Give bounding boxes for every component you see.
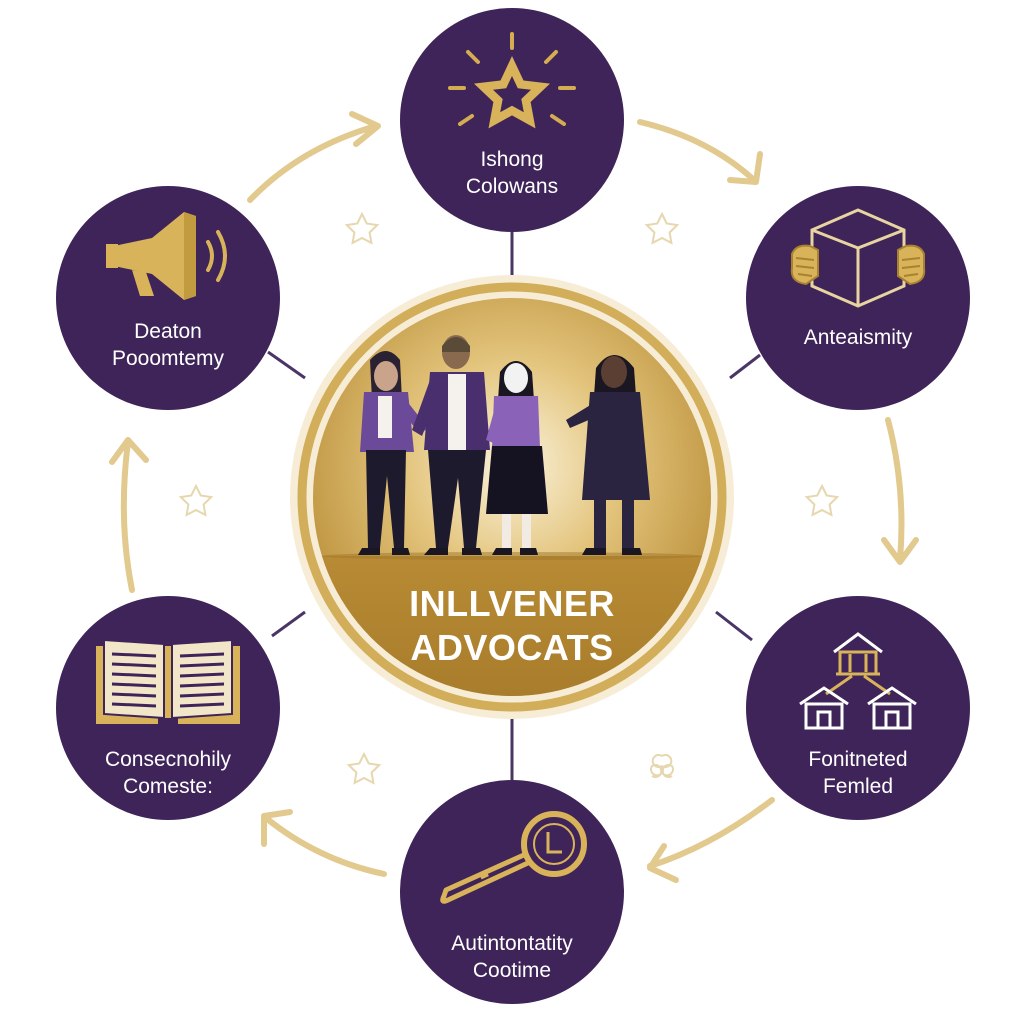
- arrow-head-5: [261, 809, 293, 847]
- arrow-lower-left-to-upper-left: [120, 439, 135, 593]
- node-label-line: Pooomtemy: [111, 347, 225, 370]
- node-circle-upper-left: [56, 186, 280, 410]
- arrow-head-3: [881, 537, 919, 565]
- node-circle-top: [400, 8, 624, 232]
- node-label-line: Anteaismity: [803, 326, 913, 349]
- node-label-lower-left: Consecnohily Comeste:: [68, 746, 268, 800]
- node-label-line: Cootime: [472, 959, 552, 982]
- node-label-upper-left: Deaton Pooomtemy: [68, 318, 268, 372]
- arrow-head-1: [349, 111, 381, 147]
- node-label-line: Deaton: [134, 320, 202, 343]
- sparkle-star-icon: [344, 211, 380, 245]
- connector-lines: [267, 232, 761, 780]
- hub-gold-ring: [297, 282, 727, 712]
- arrow-upper-right-to-lower-right: [885, 417, 905, 563]
- node-label-line: Fonitneted: [808, 748, 908, 771]
- node-label-line: Comeste:: [123, 775, 213, 798]
- sparkle-star-icon: [346, 751, 382, 785]
- hub-title: INLLVENER ADVOCATS: [312, 582, 712, 670]
- sparkle-star-icon: [178, 483, 214, 517]
- hub-floor: [322, 552, 702, 560]
- connector-upper-right: [729, 353, 761, 380]
- star-icon: [448, 32, 576, 129]
- person-figure-2: [412, 335, 490, 555]
- sparkle-clover-icon: [650, 754, 674, 778]
- sparkle-star-icon: [804, 483, 840, 517]
- decorative-stars: [178, 211, 840, 785]
- arrow-head-6: [109, 437, 149, 465]
- node-label-line: Autintontatity: [451, 932, 573, 955]
- arrow-head-2: [727, 151, 763, 185]
- arrow-lower-right-to-bottom: [647, 797, 775, 869]
- node-label-bottom: Autintontatity Cootime: [412, 930, 612, 984]
- sparkle-star-icon: [644, 211, 680, 245]
- cycle-arrows: [109, 111, 919, 883]
- houses-icon: [799, 632, 917, 730]
- connector-lower-right: [715, 610, 753, 642]
- arrow-top-to-upper-right: [637, 119, 757, 183]
- node-label-lower-right: Fonitneted Femled: [758, 746, 958, 800]
- connector-upper-left: [267, 350, 306, 380]
- people-group: [358, 335, 650, 555]
- person-figure-1: [358, 351, 428, 555]
- node-label-line: Ishong: [480, 148, 544, 171]
- node-circle-lower-right: [746, 596, 970, 820]
- node-label-line: Femled: [822, 775, 894, 798]
- node-label-line: Consecnohily: [104, 748, 232, 771]
- megaphone-icon: [106, 212, 227, 300]
- node-label-top: Ishong Colowans: [412, 146, 612, 200]
- arrow-head-4: [647, 843, 679, 883]
- node-circle-bottom: [400, 780, 624, 1004]
- hub-title-line-2: ADVOCATS: [410, 627, 614, 668]
- person-figure-4: [566, 355, 650, 555]
- arrow-bottom-to-lower-left: [263, 815, 387, 877]
- magnifier-icon: [440, 811, 587, 904]
- connector-lower-left: [271, 610, 306, 638]
- person-figure-3: [486, 361, 548, 555]
- hub-title-line-1: INLLVENER: [409, 583, 615, 624]
- node-label-upper-right: Anteaismity: [758, 324, 958, 351]
- node-label-line: Colowans: [465, 175, 559, 198]
- arrow-upper-left-to-top: [247, 123, 379, 203]
- book-icon: [96, 638, 240, 726]
- box-hands-icon: [790, 208, 926, 308]
